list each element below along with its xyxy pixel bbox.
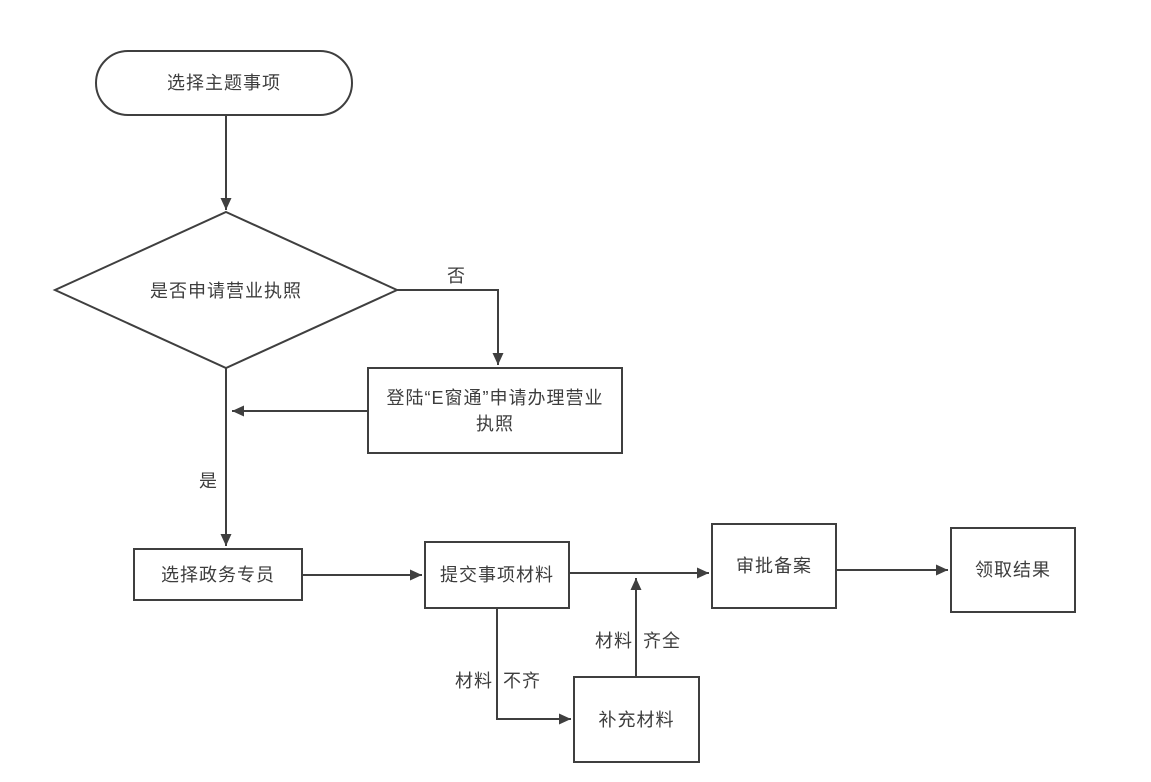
node-select-theme-item: 选择主题事项 bbox=[95, 50, 353, 116]
edge-label-incomplete-word: 不齐 bbox=[503, 671, 541, 691]
edge-label-yes: 是 bbox=[199, 471, 218, 491]
node-submit-item-materials: 提交事项材料 bbox=[424, 541, 570, 609]
node-decision-apply-business-license: 是否申请营业执照 bbox=[150, 281, 302, 301]
edge-label-complete-word: 齐全 bbox=[643, 631, 681, 651]
edge-submit-to-supplement bbox=[496, 609, 571, 725]
edge-label-materials-complete: 材料 齐全 bbox=[595, 627, 681, 653]
node-supplement-materials: 补充材料 bbox=[573, 676, 700, 763]
node-approval-filing: 审批备案 bbox=[711, 523, 837, 609]
edge-label-materials-incomplete: 材料 不齐 bbox=[455, 667, 541, 693]
node-collect-result: 领取结果 bbox=[950, 527, 1076, 613]
node-select-government-specialist: 选择政务专员 bbox=[133, 548, 303, 601]
node-login-ewindow-apply-license: 登陆“E窗通”申请办理营业执照 bbox=[367, 367, 623, 454]
edge-decision-to-ewindow bbox=[397, 289, 504, 365]
edge-label-materials-word: 材料 bbox=[455, 671, 493, 691]
edge-label-no: 否 bbox=[447, 266, 466, 286]
edge-label-materials-word: 材料 bbox=[595, 631, 633, 651]
